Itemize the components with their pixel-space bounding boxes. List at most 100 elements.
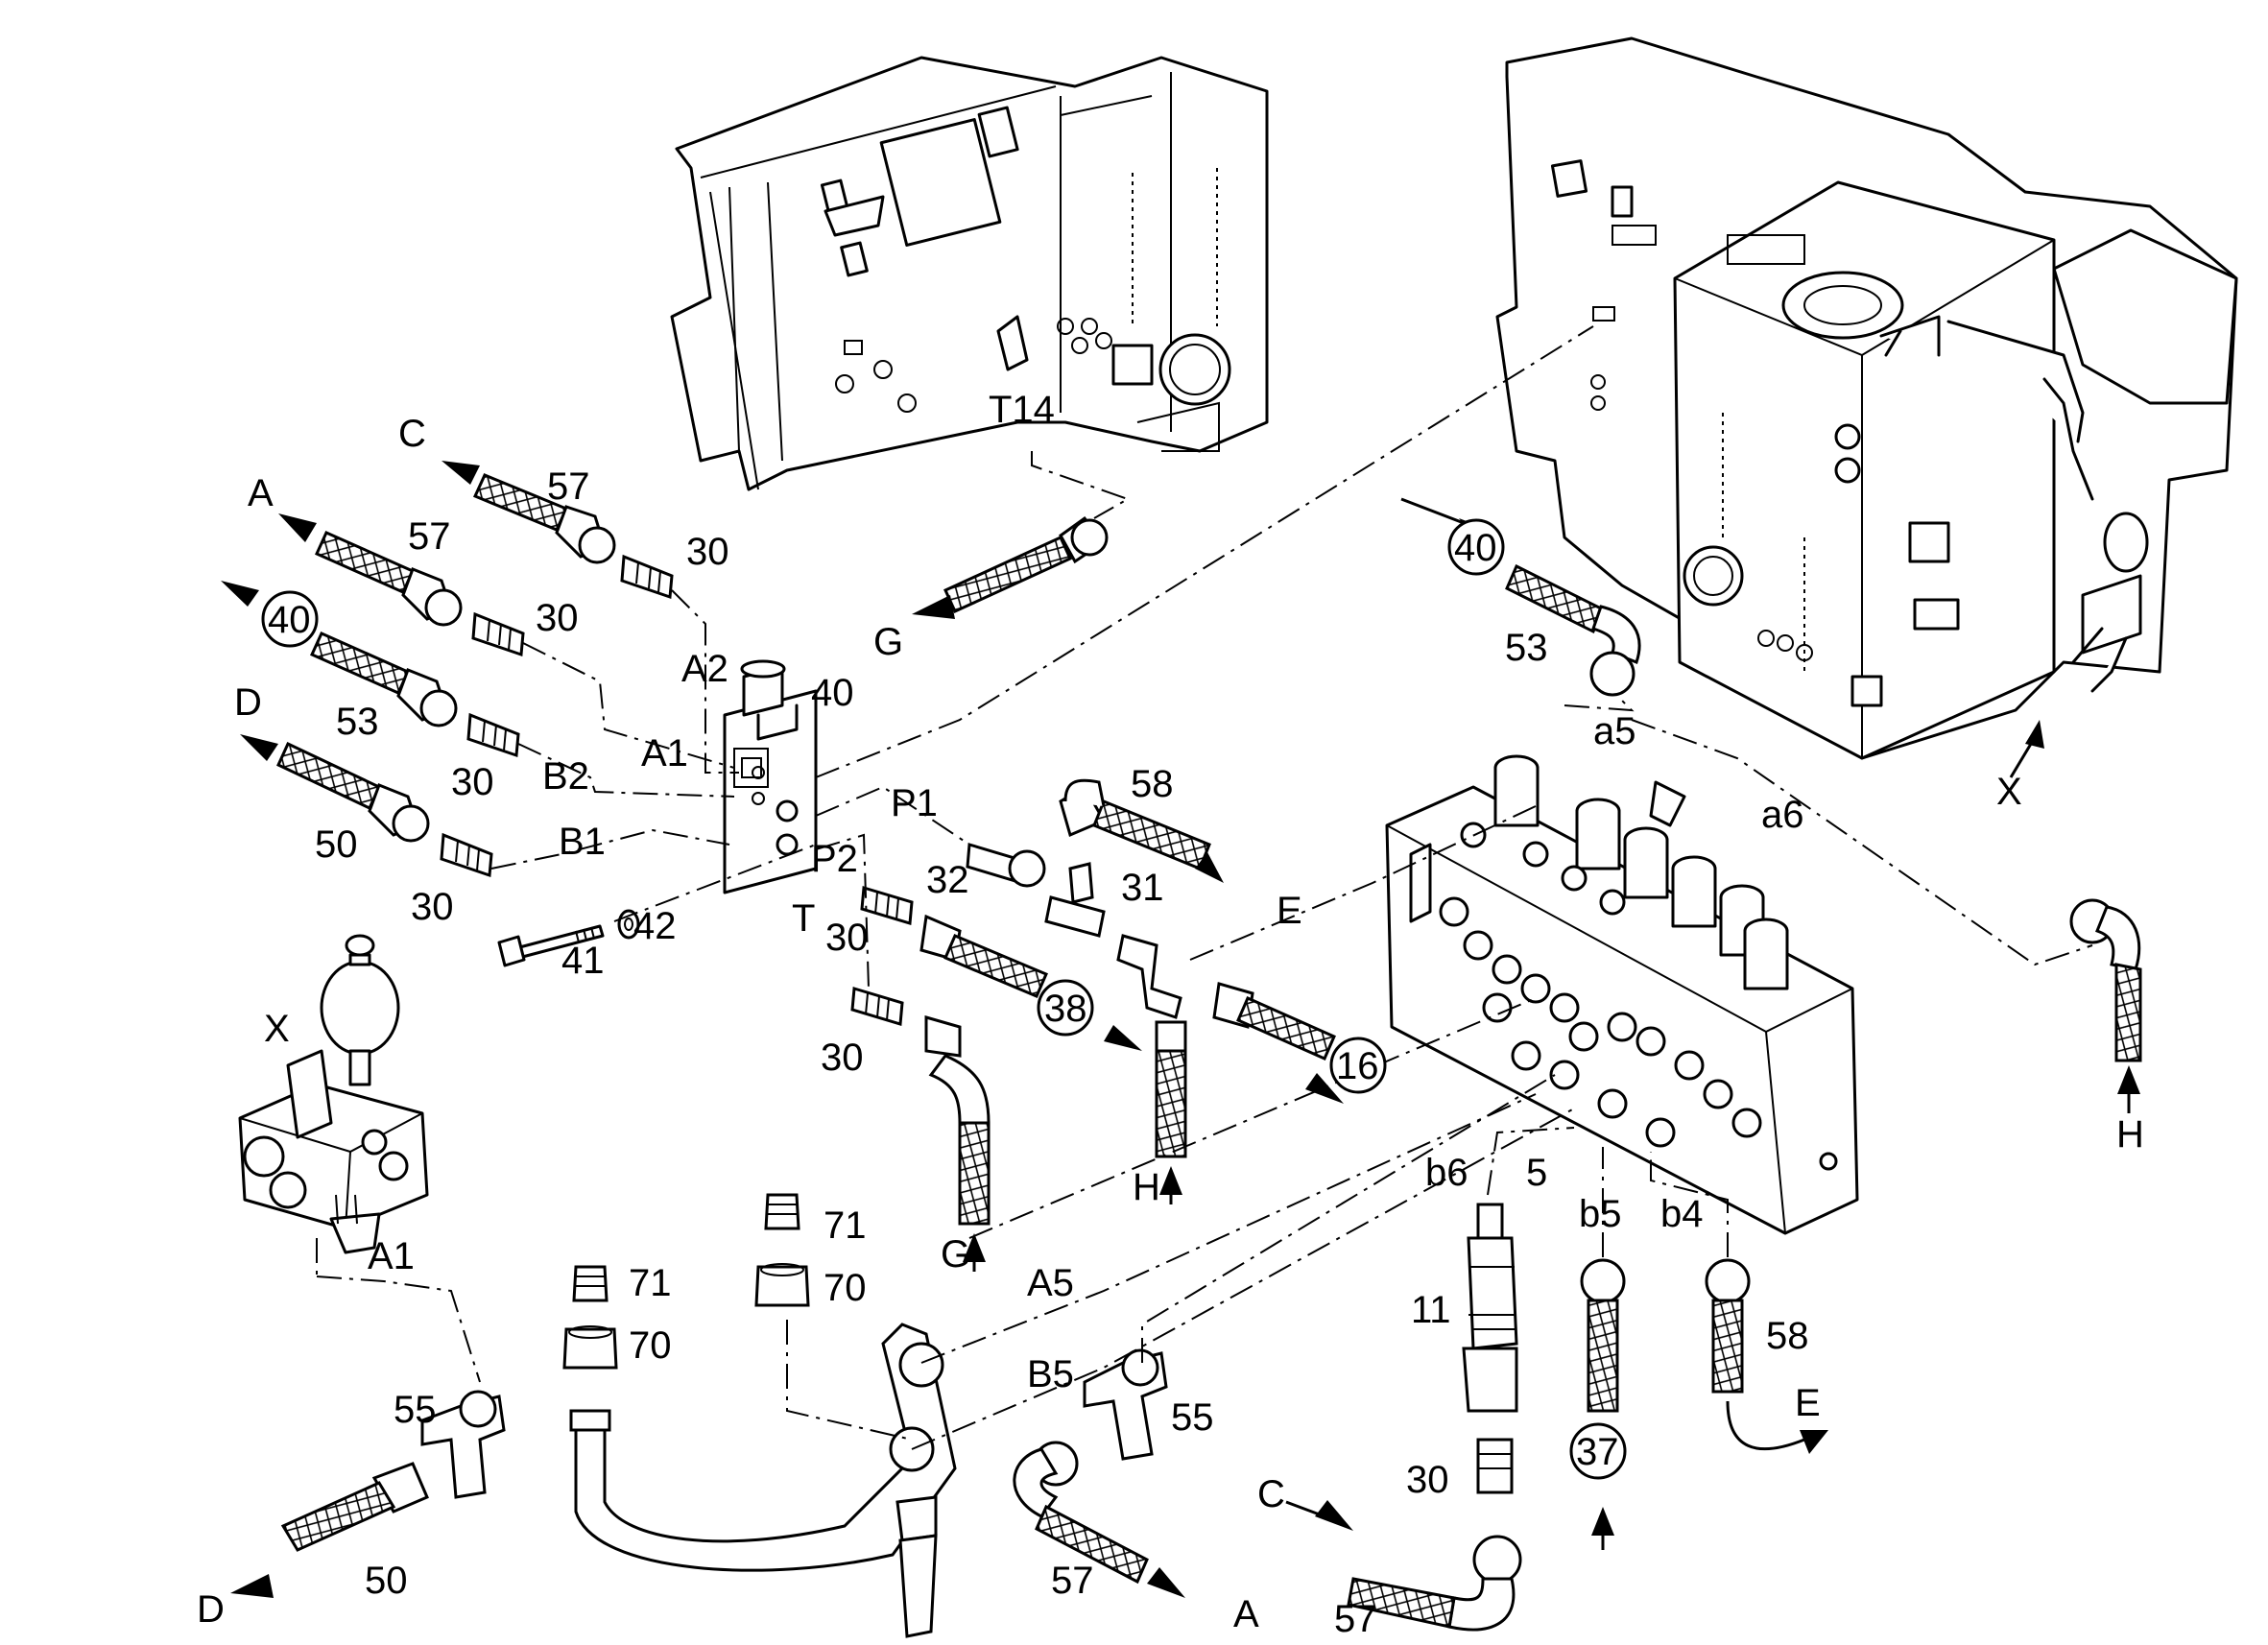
- accumulator-block-x: [238, 934, 429, 1254]
- label-42: 42: [633, 905, 677, 947]
- arrow-c-top: [442, 461, 480, 485]
- label-50-left: 50: [315, 823, 358, 866]
- label-g-mid: G: [941, 1233, 970, 1275]
- label-t14: T14: [989, 389, 1055, 431]
- label-a1-valve: A1: [641, 732, 688, 775]
- left-frame-assembly: [670, 56, 1269, 491]
- hose-53-left: [310, 632, 458, 727]
- label-a1-bottom: A1: [368, 1235, 415, 1277]
- arrow-g-upper: [912, 595, 955, 619]
- label-11: 11: [1411, 1289, 1451, 1331]
- labels: C 57 A 57 30 40 40 30 A2 40 D 53 A1 30 B…: [197, 389, 2144, 1640]
- hose-h-right: [2069, 898, 2142, 1062]
- label-x-right: X: [1996, 771, 2022, 813]
- hose-57-bottom: [1013, 1441, 1149, 1585]
- label-38: 38: [1044, 988, 1087, 1030]
- label-31: 31: [1121, 867, 1164, 909]
- callout-circle-37: [1569, 1422, 1627, 1480]
- hose-53-right: [1505, 563, 1641, 697]
- label-30-a: 30: [686, 531, 729, 573]
- tee-31: [1044, 862, 1106, 938]
- adapter-30-b: [471, 611, 525, 657]
- label-50-bottom: 50: [365, 1560, 408, 1602]
- label-53-left: 53: [336, 701, 379, 743]
- arrow-h-mid: [1159, 1166, 1182, 1195]
- hose-58-bottom: [1705, 1258, 1828, 1454]
- label-32: 32: [926, 859, 969, 901]
- label-d-left: D: [234, 681, 262, 724]
- label-p1: P1: [891, 782, 938, 824]
- label-71-mid: 71: [824, 1204, 867, 1247]
- adapter-30-e: [860, 886, 914, 925]
- label-53-right: 53: [1505, 627, 1548, 669]
- nut-70-mid: [754, 1263, 810, 1307]
- adapter-32: [966, 843, 1046, 888]
- hose-16: [1212, 982, 1336, 1061]
- callout-circle-40-left: [261, 590, 319, 648]
- hose-57-c: [472, 473, 616, 564]
- label-b2: B2: [542, 755, 589, 798]
- hose-37: [1580, 1258, 1626, 1413]
- arrow-38: [1104, 1025, 1142, 1051]
- hose-38: [919, 914, 1094, 1037]
- label-circle-40-left: 40: [268, 599, 311, 641]
- tee-55-mid: [1083, 1348, 1168, 1461]
- label-g-upper: G: [873, 621, 903, 663]
- arrow-a-bottom: [1147, 1567, 1185, 1598]
- label-55-left: 55: [394, 1389, 437, 1431]
- label-57-bottom: 57: [1051, 1560, 1094, 1602]
- label-b4: b4: [1660, 1193, 1704, 1235]
- label-a-top: A: [248, 472, 274, 514]
- hose-g-mid: [924, 1015, 991, 1226]
- label-b5-small: b5: [1579, 1193, 1622, 1235]
- label-t-port: T: [792, 897, 815, 940]
- arrow-16: [1305, 1073, 1344, 1104]
- adapter-30-a: [620, 554, 674, 600]
- label-57-a: 57: [547, 465, 590, 508]
- label-e-top: E: [1277, 890, 1302, 932]
- fitting-71-left: [572, 1265, 609, 1302]
- adapter-30-g: [1476, 1438, 1514, 1494]
- label-30-b: 30: [536, 597, 579, 639]
- arrow-d-left: [240, 734, 278, 761]
- label-p2: P2: [811, 838, 858, 880]
- label-55-mid: 55: [1171, 1396, 1214, 1439]
- label-h-mid: H: [1133, 1166, 1160, 1208]
- label-c-bottom: C: [1257, 1473, 1285, 1515]
- arrow-c-bottom: [1315, 1500, 1353, 1531]
- label-30-f: 30: [821, 1037, 864, 1079]
- arrow-37: [1591, 1507, 1614, 1536]
- tee-55-left: [420, 1390, 506, 1499]
- tee-h-fitting: [1116, 934, 1182, 1019]
- label-70-mid: 70: [824, 1267, 867, 1309]
- bolt-41: [497, 924, 605, 967]
- label-e-bottom: E: [1795, 1382, 1821, 1424]
- label-37: 37: [1576, 1431, 1619, 1473]
- label-30-d: 30: [411, 886, 454, 928]
- flow-arrows: [221, 461, 2140, 1598]
- label-71-left: 71: [629, 1262, 672, 1304]
- label-h-right: H: [2116, 1113, 2144, 1156]
- arrow-a-top: [278, 513, 317, 542]
- leader-lines: [316, 325, 2093, 1450]
- label-d-bottom: D: [197, 1588, 225, 1631]
- label-70-left: 70: [629, 1324, 672, 1367]
- nut-70-left: [562, 1325, 618, 1370]
- arrow-40-left: [221, 581, 259, 607]
- hose-58-top: [1059, 778, 1211, 870]
- label-40-right: 40: [1454, 527, 1497, 569]
- fitting-71-mid: [764, 1193, 800, 1230]
- hose-50-left: [276, 741, 430, 843]
- label-30-c: 30: [451, 761, 494, 803]
- manifold-block: [1385, 754, 1859, 1235]
- adapter-30-f: [850, 987, 904, 1026]
- adapter-30-d: [440, 832, 493, 878]
- label-a5-big: A5: [1027, 1262, 1074, 1304]
- arrow-g-mid: [963, 1233, 986, 1262]
- label-58-top: 58: [1131, 763, 1174, 805]
- label-57-bottom2: 57: [1334, 1598, 1377, 1640]
- directional-valve-40: [723, 659, 818, 894]
- arrow-x-right: [2025, 720, 2044, 749]
- label-57-b: 57: [408, 515, 451, 558]
